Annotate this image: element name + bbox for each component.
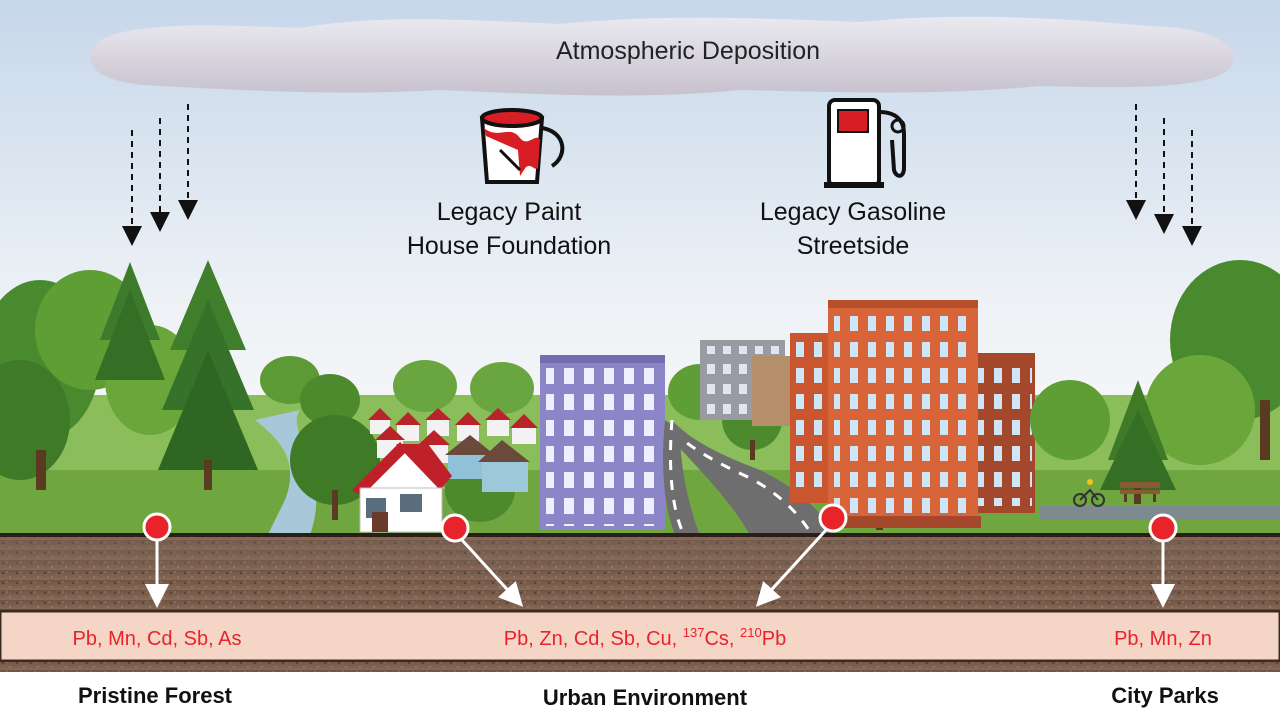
deposition-arrows-left	[122, 104, 198, 246]
forest-marker	[142, 512, 172, 608]
paint-bucket-icon	[479, 108, 565, 184]
orange-buildings	[790, 300, 1035, 528]
deposition-arrows-right	[1126, 104, 1202, 246]
urban-elements: Pb, Zn, Cd, Sb, Cu, 137Cs, 210Pb	[504, 625, 786, 650]
middle-trees	[260, 356, 534, 522]
soil-bottom	[0, 662, 1280, 672]
source-paint-line2: House Foundation	[407, 232, 611, 260]
element-band	[0, 609, 1280, 663]
zone-label-parks: City Parks	[1111, 683, 1219, 708]
soil-layer	[0, 537, 1280, 611]
park-bench	[1120, 482, 1160, 502]
park-marker	[1148, 513, 1178, 608]
cloud: Atmospheric Deposition	[90, 16, 1235, 96]
forest-trees	[0, 260, 258, 490]
source-gasoline-line2: Streetside	[797, 232, 910, 260]
urban-elements-main: Pb, Zn, Cd, Sb, Cu,	[504, 628, 683, 650]
pb-symbol: Pb	[762, 628, 786, 650]
road	[672, 420, 835, 535]
gas-pump-icon	[824, 98, 906, 188]
pb-mass-number: 210	[740, 625, 762, 640]
zone-label-forest: Pristine Forest	[78, 683, 233, 708]
purple-building	[540, 355, 665, 530]
park-trees	[1030, 260, 1280, 504]
zone-label-urban: Urban Environment	[543, 685, 748, 710]
background-buildings	[700, 340, 792, 426]
cs-symbol: Cs,	[704, 628, 740, 650]
parks-elements: Pb, Mn, Zn	[1114, 628, 1212, 650]
source-gasoline-line1: Legacy Gasoline	[760, 198, 946, 226]
house-row	[368, 408, 538, 492]
label-strip	[0, 672, 1280, 720]
source-paint-line1: Legacy Paint	[437, 198, 582, 226]
cloud-label: Atmospheric Deposition	[556, 37, 820, 65]
cs-mass-number: 137	[683, 625, 705, 640]
gasoline-marker	[755, 503, 848, 607]
forest-elements: Pb, Mn, Cd, Sb, As	[73, 628, 242, 650]
soil-surface-line	[0, 533, 1280, 537]
park-path	[1040, 506, 1280, 520]
cyclist	[1073, 479, 1105, 507]
foreground-house	[352, 442, 452, 533]
paint-marker	[440, 513, 524, 607]
